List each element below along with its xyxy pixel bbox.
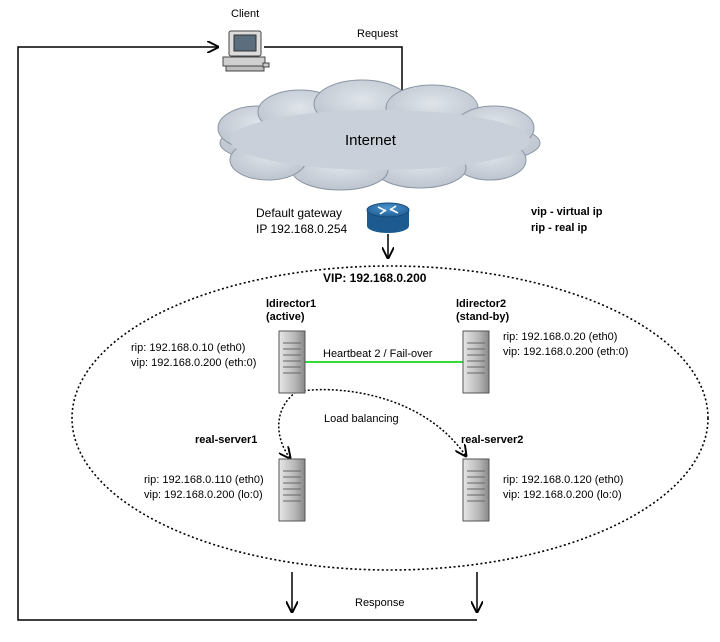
ldirector2-state: (stand-by): [456, 311, 510, 323]
client-computer-icon: [222, 30, 270, 72]
real-server2-name: real-server2: [461, 434, 524, 446]
internet-cloud-icon: [217, 79, 541, 191]
ldirector2-rip: rip: 192.168.0.20 (eth0): [503, 331, 618, 343]
ldirector1-rip: rip: 192.168.0.10 (eth0): [131, 342, 246, 354]
response-label: Response: [355, 597, 405, 609]
load-balancing-label: Load balancing: [324, 413, 399, 425]
server-real-server1-icon: [278, 458, 306, 522]
cluster-vip-label: VIP: 192.168.0.200: [323, 271, 427, 285]
legend-rip: rip - real ip: [531, 222, 588, 234]
load-balancing-arrows: [278, 388, 466, 458]
client-label: Client: [231, 8, 260, 20]
request-label: Request: [357, 28, 398, 40]
real-server1-rip: rip: 192.168.0.110 (eth0): [144, 474, 264, 486]
router-icon: [366, 202, 410, 233]
real-server1-name: real-server1: [195, 434, 258, 446]
cluster-boundary: [71, 265, 709, 571]
internet-label: Internet: [345, 132, 396, 149]
gateway-title: Default gateway: [256, 206, 343, 220]
ldirector1-name: ldirector1: [266, 298, 317, 310]
real-server2-rip: rip: 192.168.0.120 (eth0): [503, 474, 624, 486]
ldirector2-name: ldirector2: [456, 298, 507, 310]
ldirector1-vip: vip: 192.168.0.200 (eth:0): [131, 357, 257, 369]
legend-vip: vip - virtual ip: [531, 206, 603, 218]
response-loop: [17, 47, 477, 621]
request-line: [264, 46, 403, 100]
server-real-server2-icon: [462, 458, 490, 522]
response-arrows: [292, 572, 477, 612]
server-ldirector2-icon: [462, 330, 490, 394]
ldirector1-state: (active): [266, 311, 305, 323]
heartbeat-label: Heartbeat 2 / Fail-over: [323, 348, 433, 360]
gateway-ip: IP 192.168.0.254: [256, 222, 348, 236]
ldirector2-vip: vip: 192.168.0.200 (eth:0): [503, 346, 629, 358]
server-ldirector1-icon: [278, 330, 306, 394]
real-server1-vip: vip: 192.168.0.200 (lo:0): [144, 489, 263, 501]
real-server2-vip: vip: 192.168.0.200 (lo:0): [503, 489, 622, 501]
